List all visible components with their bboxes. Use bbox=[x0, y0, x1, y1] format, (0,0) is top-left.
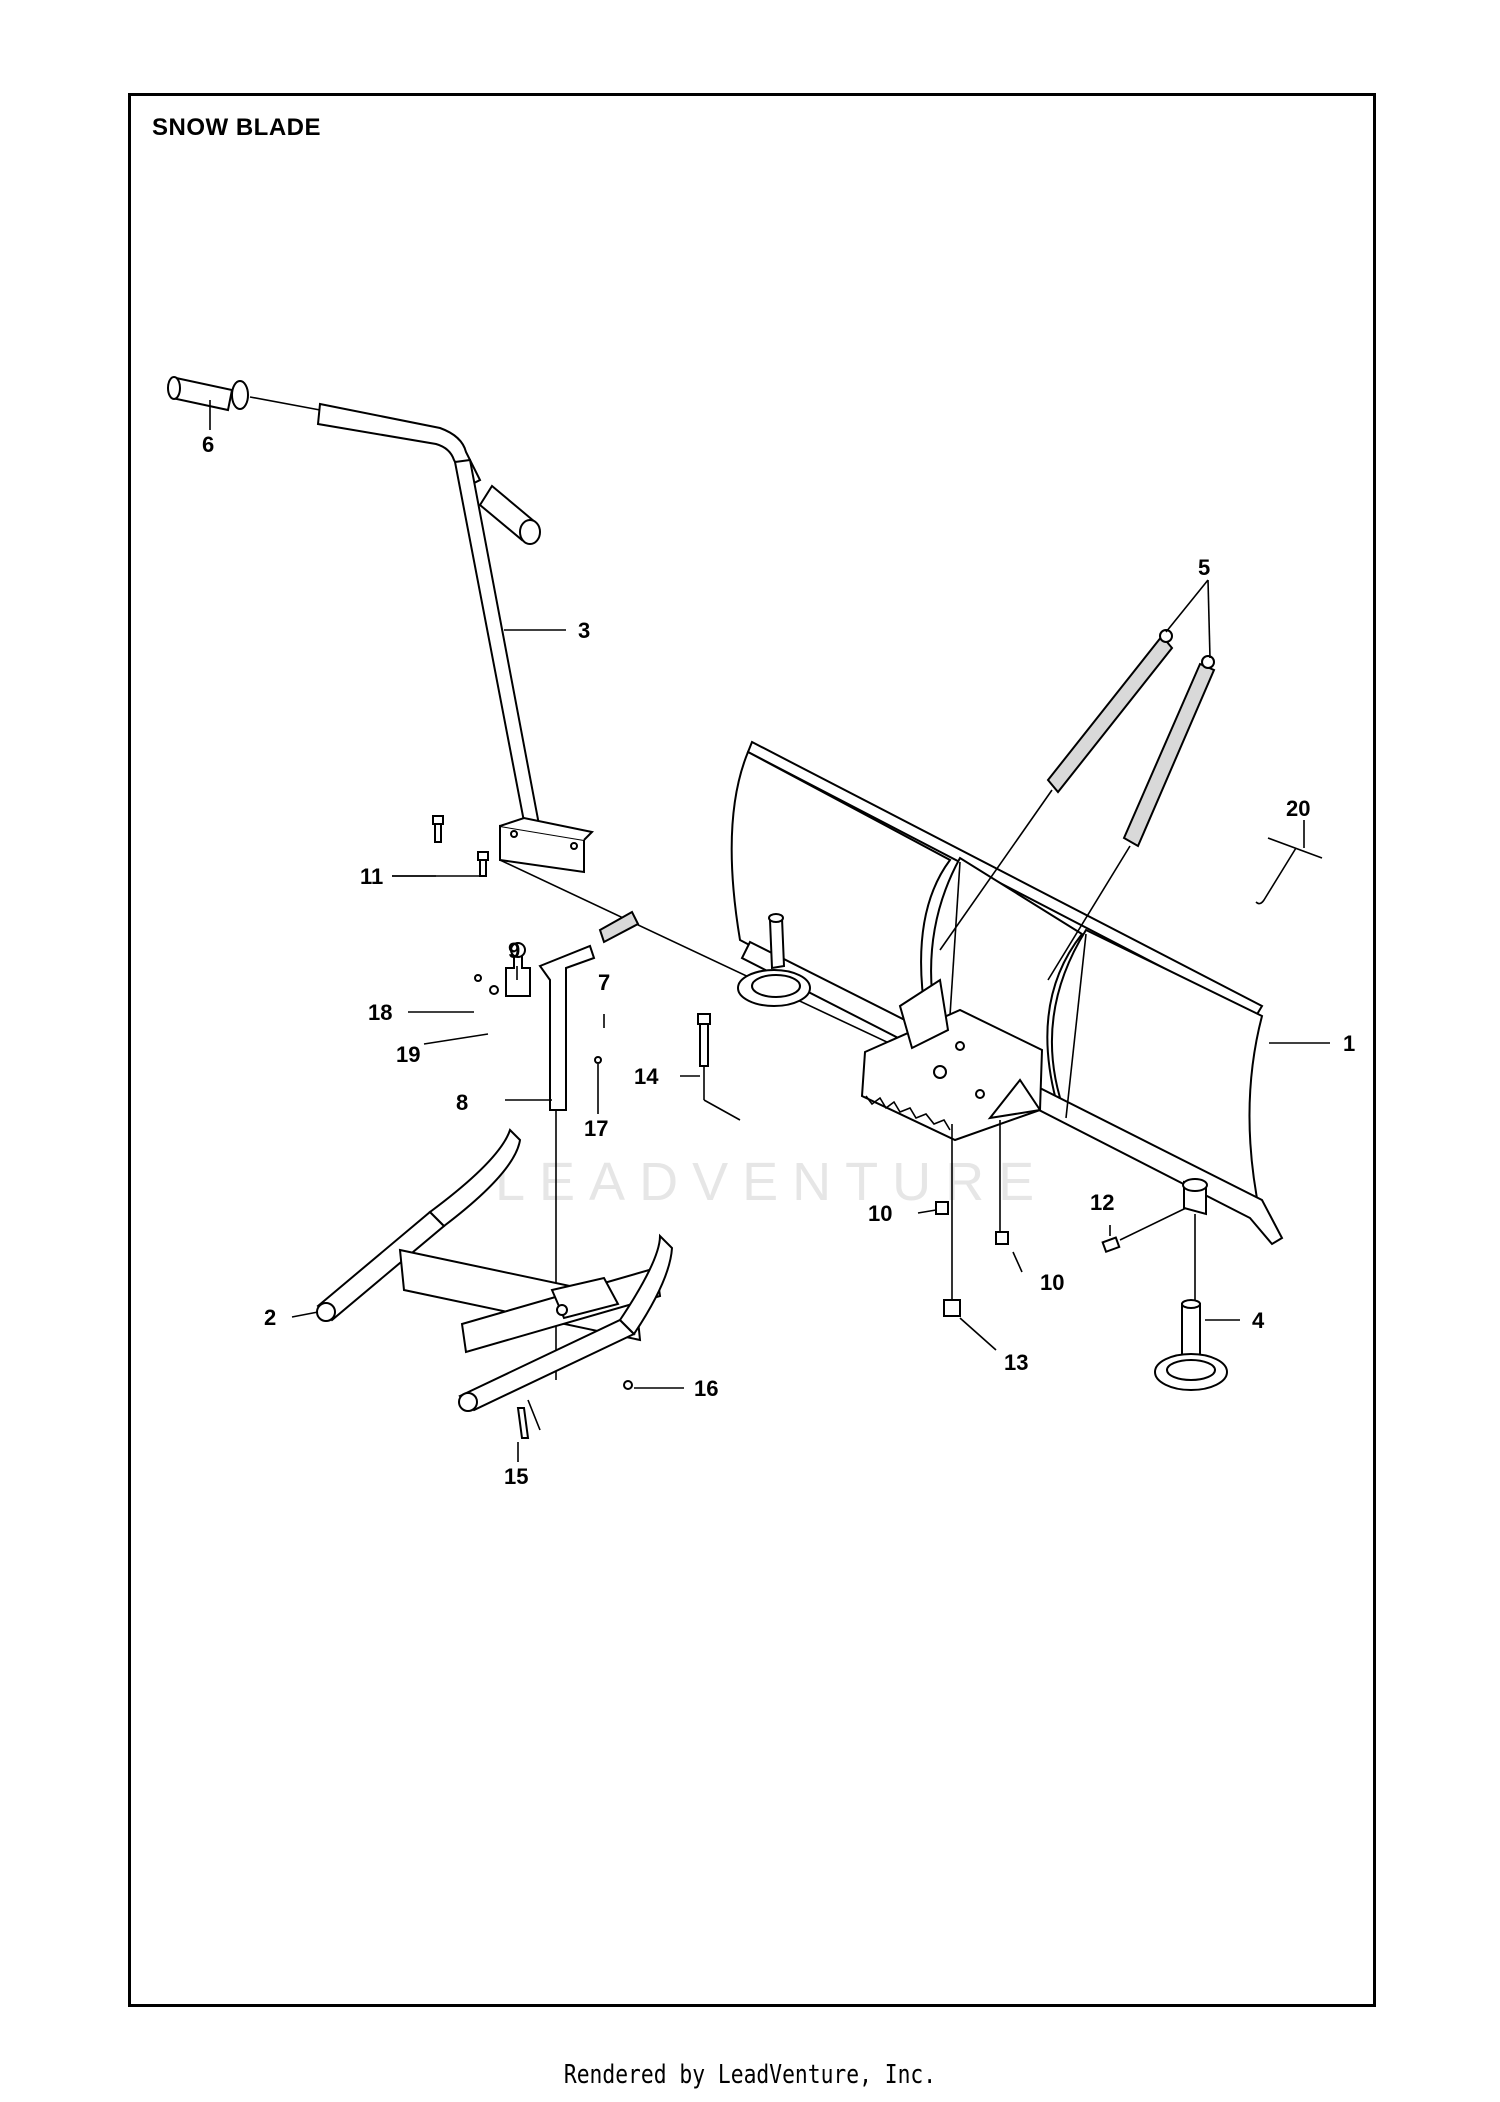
callout-9: 9 bbox=[508, 938, 520, 963]
callout-1: 1 bbox=[1343, 1031, 1355, 1056]
callout-17: 17 bbox=[584, 1116, 608, 1141]
callout-8: 8 bbox=[456, 1090, 468, 1115]
callout-3: 3 bbox=[578, 618, 590, 643]
diagram-frame bbox=[128, 93, 1376, 2007]
callout-20: 20 bbox=[1286, 796, 1310, 821]
callout-11: 11 bbox=[360, 864, 383, 889]
mount-frame bbox=[316, 1128, 674, 1439]
callout-19: 19 bbox=[396, 1042, 420, 1067]
callout-6: 6 bbox=[202, 432, 214, 457]
page-title: SNOW BLADE bbox=[152, 114, 321, 141]
skid-shoe-4 bbox=[1154, 1178, 1228, 1391]
handle-assembly bbox=[167, 376, 1011, 1101]
callout-16: 16 bbox=[694, 1376, 718, 1401]
bolt-14 bbox=[697, 1013, 741, 1121]
callout-12: 12 bbox=[1090, 1190, 1114, 1215]
callout-15: 15 bbox=[504, 1464, 528, 1489]
callout-18: 18 bbox=[368, 1000, 392, 1025]
callout-labels: 1 2 3 4 5 6 7 8 9 10 10 11 12 13 14 15 1… bbox=[202, 432, 1355, 1489]
callout-5: 5 bbox=[1198, 555, 1210, 580]
springs-5 bbox=[939, 629, 1216, 981]
latch-assembly bbox=[474, 910, 640, 1380]
footer-credit: Rendered by LeadVenture, Inc. bbox=[563, 2060, 937, 2090]
callout-14: 14 bbox=[634, 1064, 659, 1089]
bolt-12 bbox=[1101, 1207, 1187, 1254]
callout-13: 13 bbox=[1004, 1350, 1028, 1375]
callout-10a: 10 bbox=[868, 1201, 892, 1226]
snow-blade bbox=[730, 629, 1284, 1246]
callout-2: 2 bbox=[264, 1305, 276, 1330]
leader-lines bbox=[209, 400, 1330, 1462]
watermark-text: LEADVENTURE bbox=[495, 1152, 1048, 1212]
callout-4: 4 bbox=[1252, 1308, 1265, 1333]
pin-20 bbox=[1255, 837, 1323, 905]
callout-10b: 10 bbox=[1040, 1270, 1064, 1295]
nuts bbox=[935, 1120, 1009, 1317]
callout-7: 7 bbox=[598, 970, 610, 995]
bolts-11 bbox=[432, 815, 489, 877]
